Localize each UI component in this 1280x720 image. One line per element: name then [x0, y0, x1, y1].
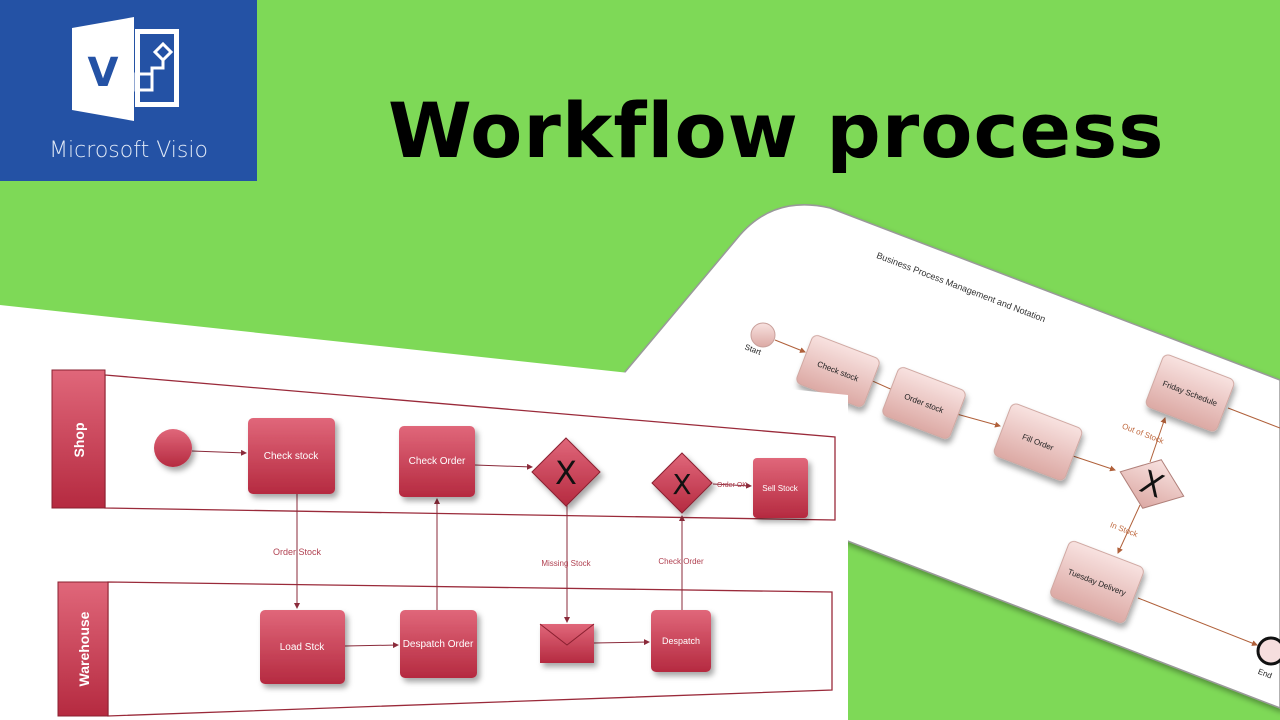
task-check-order: Check Order	[399, 426, 475, 497]
task-label: Check stock	[264, 451, 319, 462]
page-title: Workflow process	[388, 86, 1165, 175]
edge-label-order-ok: Order OK	[717, 482, 747, 489]
task-check-stock: Check stock	[248, 418, 335, 494]
visio-logo-icon: V	[72, 17, 179, 121]
visio-logo-letter: V	[88, 50, 119, 96]
bpmn-task-tuesday-delivery: Tuesday Delivery	[1050, 540, 1144, 624]
task-load-stock: Load Stck	[260, 610, 345, 684]
visio-logo-text: Microsoft Visio	[49, 138, 208, 163]
task-label: Despatch Order	[403, 639, 474, 650]
edge-label-check-order: Check Order	[658, 557, 704, 566]
bpmn-exclusive-gateway: X	[1119, 459, 1185, 509]
task-label: Despatch	[662, 636, 700, 646]
message-envelope-icon	[539, 623, 595, 663]
bpmn-task-friday-schedule: Friday Schedule	[1145, 354, 1235, 432]
bpmn-start-event	[750, 322, 776, 348]
task-label: Check Order	[409, 456, 466, 467]
gateway-missing-stock: X	[531, 437, 601, 507]
edge-label-order-stock: Order Stock	[273, 547, 322, 557]
bpmn-card: Business Process Management and Notation…	[618, 204, 1280, 709]
lane-warehouse-label: Warehouse	[76, 611, 92, 686]
task-label: Load Stck	[280, 642, 325, 653]
gateway-x-icon: X	[555, 454, 577, 492]
task-despatch: Despatch	[651, 610, 711, 672]
bpmn-end-event	[1256, 636, 1280, 666]
task-despatch-order: Despatch Order	[400, 610, 477, 678]
visio-logo: V Microsoft Visio	[0, 0, 257, 181]
task-label: Sell Stock	[762, 484, 799, 493]
gateway-order-ok: X	[651, 452, 713, 514]
lane-shop-label: Shop	[71, 423, 87, 458]
start-event	[154, 429, 192, 467]
edge-label-missing-stock: Missing Stock	[541, 559, 591, 568]
task-sell-stock: Sell Stock	[753, 458, 808, 518]
swimlane-sheet: Shop Warehouse Check stock Check Order X…	[0, 305, 848, 720]
bpmn-task-order-stock: Order stock	[882, 367, 966, 439]
bpmn-task-fill-order: Fill Order	[993, 403, 1083, 481]
bpmn-task-check-stock: Check stock	[796, 335, 880, 407]
gateway-x-icon: X	[672, 468, 691, 501]
